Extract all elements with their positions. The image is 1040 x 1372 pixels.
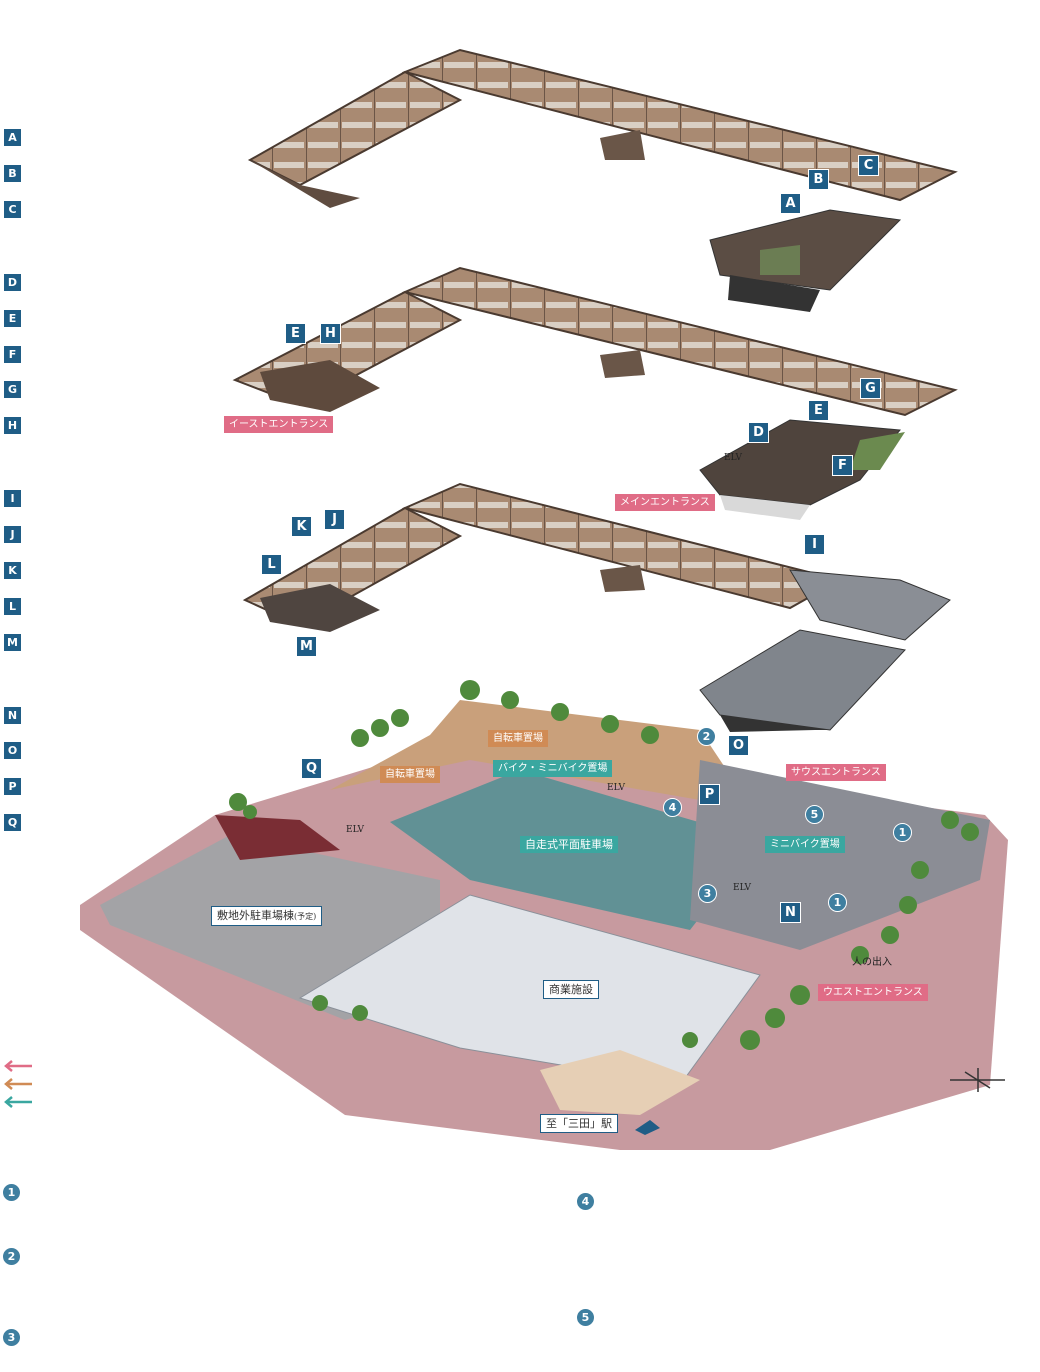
side-badge-q: Q	[4, 814, 21, 831]
side-badge-a: A	[4, 129, 21, 146]
map-badge-e-west: E	[285, 323, 306, 344]
side-badge-e: E	[4, 310, 21, 327]
side-number-1: 1	[2, 1183, 21, 1202]
side-badge-j: J	[4, 526, 21, 543]
map-number-1b: 1	[828, 893, 847, 912]
to-station-label: 至「三田」駅	[540, 1114, 618, 1133]
map-number-5: 5	[805, 805, 824, 824]
map-badge-q: Q	[301, 758, 322, 779]
side-badge-k: K	[4, 562, 21, 579]
side-badge-i: I	[4, 490, 21, 507]
map-badge-f: F	[832, 455, 853, 476]
bicycle-parking-label-2: 自転車置場	[380, 766, 440, 783]
floor-lower	[242, 482, 951, 732]
map-number-3: 3	[698, 884, 717, 903]
station-direction-arrow-icon	[635, 1120, 660, 1135]
map-badge-a: A	[780, 193, 801, 214]
map-badge-b: B	[808, 169, 829, 190]
map-badge-m: M	[296, 636, 317, 657]
side-number-2: 2	[2, 1247, 21, 1266]
map-badge-c: C	[858, 155, 879, 176]
mini-bike-label: ミニバイク置場	[765, 836, 845, 853]
map-badge-l: L	[261, 554, 282, 575]
side-number-4: 4	[576, 1192, 595, 1211]
self-parking-label: 自走式平面駐車場	[520, 836, 618, 853]
side-badge-d: D	[4, 274, 21, 291]
orange-arrow-icon	[4, 1078, 32, 1090]
map-badge-n: N	[780, 902, 801, 923]
side-badge-m: M	[4, 634, 21, 651]
map-badge-k: K	[291, 516, 312, 537]
floor-middle	[232, 266, 958, 520]
side-badge-g: G	[4, 381, 21, 398]
side-badge-l: L	[4, 598, 21, 615]
bicycle-parking-label-1: 自転車置場	[488, 730, 548, 747]
compass-icon	[950, 1068, 1005, 1092]
offsite-parking-name: 敷地外駐車場棟	[217, 909, 294, 922]
people-entry-label: 人の出入	[852, 957, 892, 968]
side-badge-h: H	[4, 417, 21, 434]
map-badge-j: J	[324, 509, 345, 530]
side-badge-f: F	[4, 346, 21, 363]
bike-mini-bike-label: バイク・ミニバイク置場	[493, 760, 613, 777]
teal-arrow-icon	[4, 1096, 32, 1108]
map-badge-d: D	[748, 422, 769, 443]
side-badge-p: P	[4, 778, 21, 795]
map-number-2: 2	[697, 727, 716, 746]
commercial-facility-label: 商業施設	[543, 980, 599, 999]
main-entrance-label: メインエントランス	[615, 494, 715, 511]
side-badge-c: C	[4, 201, 21, 218]
offsite-parking-label: 敷地外駐車場棟(予定)	[211, 906, 323, 926]
map-badge-i: I	[804, 534, 825, 555]
offsite-parking-note: (予定)	[294, 912, 317, 921]
side-badge-o: O	[4, 742, 21, 759]
side-badge-n: N	[4, 707, 21, 724]
map-badge-p: P	[699, 784, 720, 805]
side-badge-b: B	[4, 165, 21, 182]
map-badge-e-east: E	[808, 400, 829, 421]
elv-label-4: ELV	[733, 883, 751, 893]
map-badge-h: H	[320, 323, 341, 344]
east-entrance-label: イーストエントランス	[224, 416, 334, 433]
elv-label-3: ELV	[346, 825, 364, 835]
elv-label-1: ELV	[724, 453, 742, 463]
side-number-5: 5	[576, 1308, 595, 1327]
elv-label-2: ELV	[607, 783, 625, 793]
west-entrance-label: ウエストエントランス	[818, 984, 928, 1001]
floor-top	[247, 48, 958, 312]
side-number-3: 3	[2, 1328, 21, 1347]
map-badge-o: O	[728, 735, 749, 756]
south-entrance-label: サウスエントランス	[786, 764, 886, 781]
map-badge-g: G	[860, 378, 881, 399]
map-number-4: 4	[663, 798, 682, 817]
map-number-1a: 1	[893, 823, 912, 842]
pink-arrow-icon	[4, 1060, 32, 1072]
